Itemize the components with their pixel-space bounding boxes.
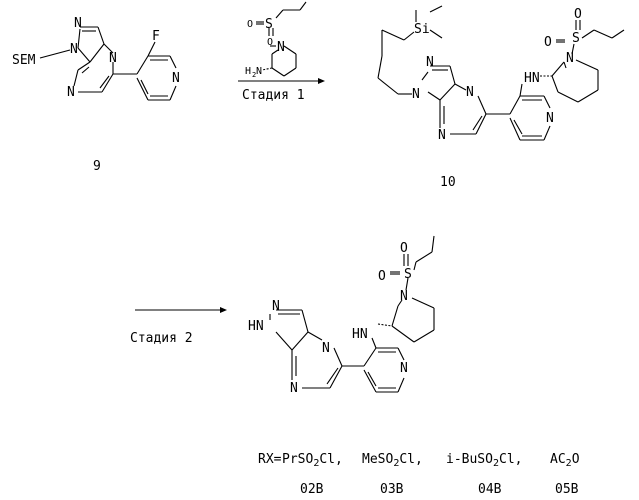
atom-o-left: O xyxy=(378,269,386,284)
atom-hn-pyrazole: HN xyxy=(248,319,264,334)
compound-10-number: 10 xyxy=(440,175,456,190)
atom-s: S xyxy=(404,267,412,282)
atom-o-left: O xyxy=(247,19,253,30)
atom-h2n-h: H xyxy=(245,66,251,77)
atom-hn: HN xyxy=(524,71,540,86)
atom-n7: N xyxy=(67,85,75,100)
reagent-3: i-BuSO2Cl, xyxy=(446,452,522,469)
compound-9-number: 9 xyxy=(93,159,101,174)
compound-10: Si N N N N HN N N S O O 10 xyxy=(378,6,624,190)
step-2-label: Стадия 2 xyxy=(130,331,193,346)
atom-o-bottom: O xyxy=(267,37,273,48)
atom-n-piperidine: N xyxy=(400,289,408,304)
arrow-step-2: Стадия 2 xyxy=(130,307,227,346)
atom-si: Si xyxy=(414,22,430,37)
atom-n2: N xyxy=(412,87,420,102)
product-compound: HN N N N HN N N S O O xyxy=(248,236,434,396)
step-1-label: Стадия 1 xyxy=(242,88,305,103)
arrow-step-1: Стадия 1 xyxy=(238,78,325,103)
reagent-3-code: 04B xyxy=(478,482,502,497)
reagent-1-code: 02B xyxy=(300,482,324,497)
atom-n4: N xyxy=(109,51,117,66)
atom-n7: N xyxy=(438,128,446,143)
atom-f: F xyxy=(152,29,160,44)
atom-n1: N xyxy=(74,16,82,31)
atom-hn-amine: HN xyxy=(352,327,368,342)
atom-n1: N xyxy=(426,55,434,70)
atom-o-top: O xyxy=(400,241,408,256)
atom-s: S xyxy=(572,31,580,46)
reagent-2-code: 03B xyxy=(380,482,404,497)
atom-n2: N xyxy=(272,299,280,314)
atom-n-pyridine: N xyxy=(172,71,180,86)
atom-n2: N xyxy=(70,42,78,57)
compound-9: N N N N SEM F N 9 xyxy=(12,16,180,174)
atom-n-piperidine: N xyxy=(566,51,574,66)
reagent-amine: S O O N H 2 N xyxy=(245,2,306,79)
atom-h2n-n: N xyxy=(256,66,262,77)
atom-o-left: O xyxy=(544,35,552,50)
reagent-4-code: 05B xyxy=(555,482,579,497)
reagent-2: MeSO2Cl, xyxy=(362,452,423,469)
rx-label: RX= xyxy=(258,452,282,467)
atom-n4: N xyxy=(466,85,474,100)
atom-n-pyridine: N xyxy=(400,361,408,376)
reagent-list: RX= PrSO2Cl, MeSO2Cl, i-BuSO2Cl, AC2O 02… xyxy=(258,452,580,497)
reagent-1: PrSO2Cl, xyxy=(282,452,343,469)
sem-group-label: SEM xyxy=(12,53,36,68)
atom-n7: N xyxy=(290,381,298,396)
atom-n-ring: N xyxy=(277,40,285,55)
atom-n4: N xyxy=(322,341,330,356)
atom-n-pyridine: N xyxy=(546,111,554,126)
reagent-4: AC2O xyxy=(550,452,580,469)
atom-s: S xyxy=(265,17,273,32)
atom-o-top: O xyxy=(574,7,582,22)
